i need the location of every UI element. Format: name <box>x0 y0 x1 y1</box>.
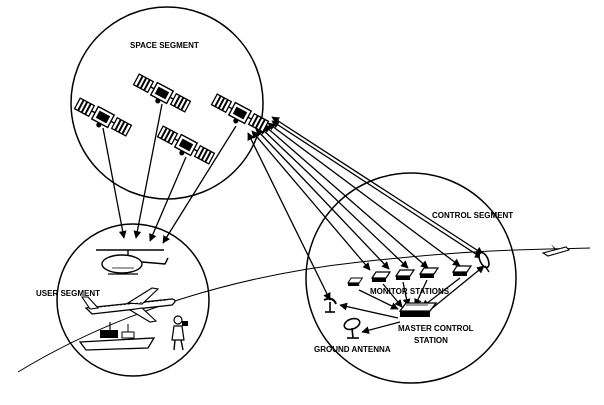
ground-links <box>339 265 485 334</box>
monitor-stations-label: MONITOR STATIONS <box>370 287 450 296</box>
ground-antenna-label: GROUND ANTENNA <box>314 345 391 354</box>
monitor-station-icon <box>347 277 363 287</box>
master-control-station-icon <box>398 302 438 317</box>
control-segment-label: CONTROL SEGMENT <box>432 211 513 220</box>
distant-aircraft-icon <box>541 244 571 257</box>
monitor-station-icon <box>371 271 391 283</box>
master-control-station-label: STATION <box>414 336 448 345</box>
soldier-icon <box>171 315 188 351</box>
ship-icon <box>78 322 156 351</box>
user-segment-circle <box>56 223 210 377</box>
downlink-arrows <box>102 103 237 244</box>
space-segment-circle <box>70 6 264 200</box>
ground-antenna-icon <box>323 297 337 313</box>
dish-antenna-icon <box>478 251 490 273</box>
space-segment-label: SPACE SEGMENT <box>130 41 199 50</box>
control-links <box>247 116 484 301</box>
master-control-label: MASTER CONTROL <box>398 324 474 333</box>
monitor-station-icon <box>395 269 415 281</box>
monitor-station-icon <box>452 265 472 277</box>
satellite-icon <box>70 96 133 142</box>
user-segment-label: USER SEGMENT <box>36 289 100 298</box>
helicopter-icon <box>96 249 169 275</box>
satellite-icon <box>207 92 270 138</box>
airliner-icon <box>80 287 176 323</box>
monitor-station-icon <box>419 267 439 279</box>
satellite-icon <box>153 124 216 170</box>
ground-antenna-icon <box>343 317 361 339</box>
